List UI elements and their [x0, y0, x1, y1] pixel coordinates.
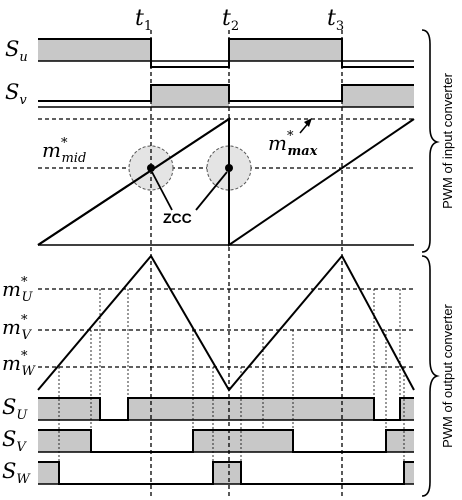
- input-carrier: [37, 117, 415, 247]
- output-brace: [421, 255, 440, 497]
- sW-pulse-3: [404, 462, 414, 484]
- t3-label: t3: [327, 6, 344, 34]
- output-switch-waveforms: [38, 397, 414, 485]
- zcc-label: ZCC: [163, 210, 192, 226]
- input-brace: [421, 29, 440, 253]
- crossing-dot-1: [147, 164, 155, 172]
- sW-label: SW: [2, 459, 31, 487]
- pulse-fills: [38, 39, 414, 484]
- su-label: Su: [5, 37, 28, 65]
- su-pulse-1: [38, 39, 151, 61]
- sv-label: Sv: [5, 80, 27, 108]
- sV-pulse-2: [193, 430, 293, 452]
- output-triangle: [37, 254, 415, 392]
- sW-waveform: [38, 461, 414, 485]
- sU-label: SU: [2, 395, 28, 423]
- sV-label: SV: [2, 427, 27, 455]
- intersection-projections: [58, 289, 405, 462]
- m-mid-label: m*mid: [42, 136, 86, 166]
- braces: [421, 29, 440, 497]
- mW-label: m*W: [2, 349, 36, 379]
- input-converter-label: PWM of input converter: [440, 72, 455, 208]
- t1-label: t1: [135, 6, 152, 34]
- output-converter-label: PWM of output converter: [440, 303, 455, 447]
- sW-pulse-1: [38, 462, 59, 484]
- ramp-segment: [37, 118, 230, 246]
- zcc-arrow-1: [151, 171, 173, 211]
- t2-label: t2: [222, 6, 239, 34]
- sv-pulse-2: [342, 85, 414, 107]
- output-carrier: [37, 254, 415, 392]
- sV-pulse-1: [38, 430, 91, 452]
- sV-pulse-3: [386, 430, 414, 452]
- su-pulse-2: [229, 39, 342, 61]
- sV-waveform: [38, 429, 414, 453]
- crossing-dot-2: [225, 164, 233, 172]
- sU-pulse-2: [128, 398, 374, 420]
- zcc-arrow-2: [195, 171, 228, 211]
- m-max-arrowhead: [304, 118, 312, 127]
- m-max-label: m*max: [268, 129, 318, 159]
- time-marker-lines: [150, 30, 343, 496]
- sW-pulse-2: [213, 462, 241, 484]
- mV-label: m*V: [2, 313, 32, 343]
- mU-label: m*U: [2, 275, 33, 305]
- sv-pulse-1: [151, 85, 229, 107]
- sU-pulse-3: [400, 398, 414, 420]
- sU-waveform: [38, 397, 414, 421]
- sU-pulse-1: [38, 398, 100, 420]
